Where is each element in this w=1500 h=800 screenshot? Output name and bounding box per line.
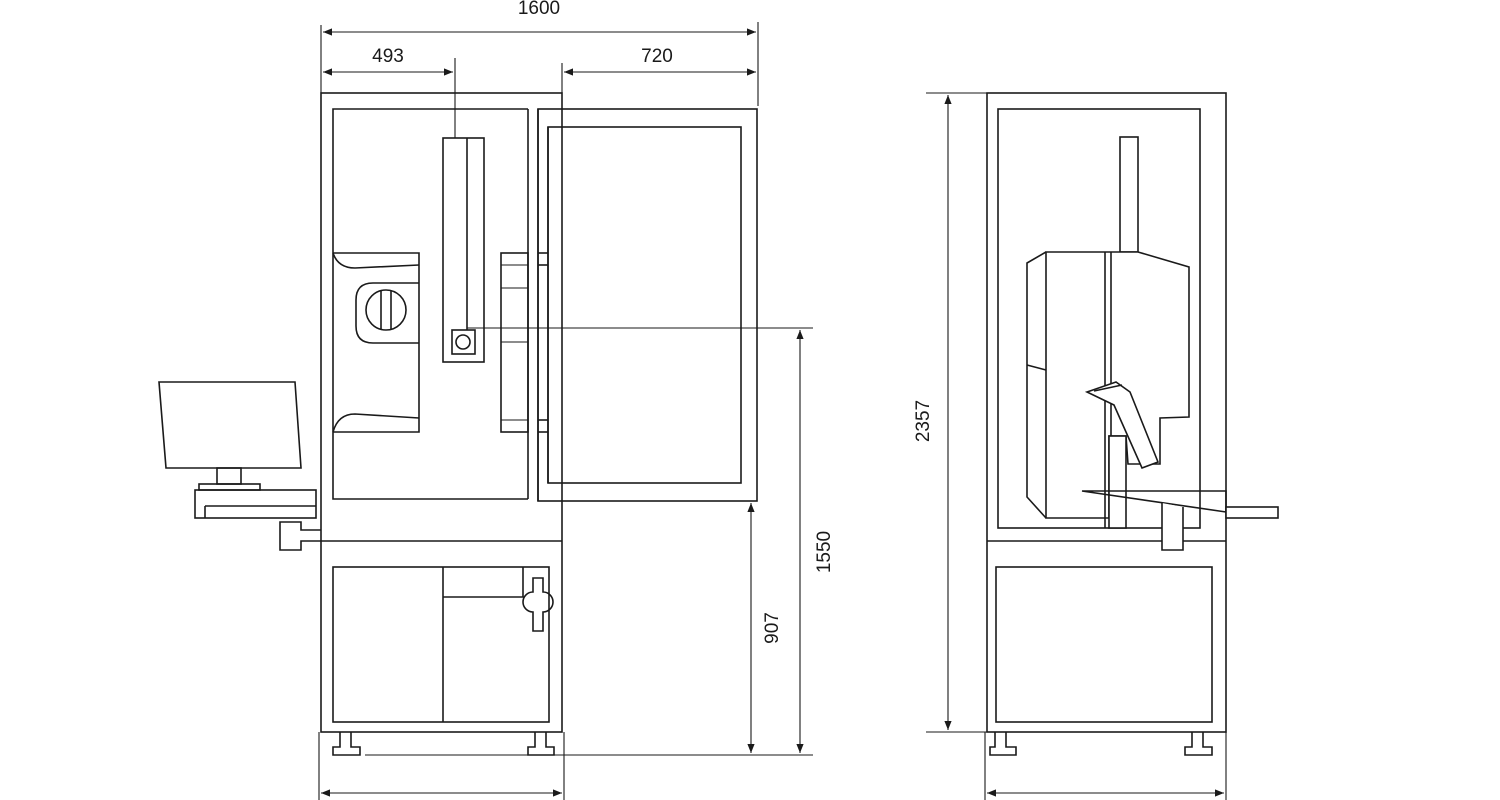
spindle-tool — [455, 334, 471, 350]
side-cabinet-outline — [986, 92, 1227, 733]
dim-label-907: 907 — [762, 612, 783, 644]
grinding-head-top-curve — [332, 252, 420, 269]
dim-label-1600: 1600 — [518, 0, 560, 19]
side-work-rest-post — [1161, 503, 1184, 551]
dim-label-2357: 2357 — [913, 400, 934, 442]
front-foot-left — [332, 732, 361, 756]
front-foot-right — [527, 732, 555, 756]
side-view — [986, 92, 1279, 756]
door-handle — [522, 577, 554, 632]
front-dimensions: 1600 493 720 1550 907 — [318, 0, 835, 800]
side-foot-left — [989, 732, 1017, 756]
side-column — [1119, 136, 1139, 253]
monitor-base — [198, 483, 261, 491]
grinding-wheel — [365, 289, 407, 331]
side-lower-panel — [995, 566, 1213, 723]
control-arm — [279, 521, 321, 551]
side-head-cover — [1026, 251, 1047, 519]
spindle-column — [442, 137, 485, 363]
open-door-inner — [547, 126, 742, 484]
side-tilted-wheel-inner — [1093, 384, 1123, 392]
front-lower-shelf — [443, 567, 524, 598]
monitor-stand — [216, 467, 242, 485]
side-work-rest-bar — [1225, 506, 1279, 519]
dim-label-720: 720 — [641, 46, 673, 67]
dim-label-1550: 1550 — [814, 531, 835, 573]
open-door-outer — [537, 108, 758, 502]
side-work-rest — [1081, 490, 1227, 513]
grinding-head-bottom-curve — [332, 413, 420, 433]
side-tool-post — [1108, 435, 1127, 529]
keyboard-tray — [194, 489, 317, 519]
wheel-guard — [355, 282, 419, 344]
side-tilted-wheel — [1084, 381, 1160, 470]
front-upper-panel — [332, 108, 528, 500]
side-dimensions: 2357 — [913, 92, 1227, 800]
spindle-block — [451, 329, 476, 355]
side-head-seam — [1026, 364, 1047, 371]
front-cabinet-outline — [320, 92, 563, 733]
dim-label-493: 493 — [372, 46, 404, 67]
front-lower-panel — [332, 566, 550, 723]
monitor-screen — [158, 381, 302, 469]
front-view — [158, 92, 758, 756]
side-upper-window — [997, 108, 1201, 529]
side-foot-right — [1184, 732, 1213, 756]
